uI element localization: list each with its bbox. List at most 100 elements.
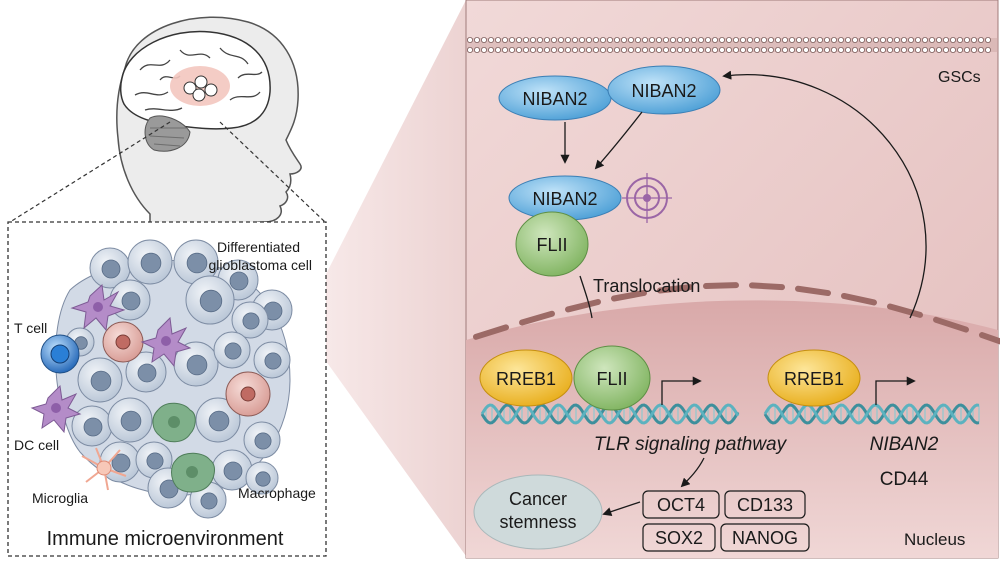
membrane-bead	[887, 37, 894, 44]
membrane-bead	[985, 37, 992, 44]
niban2-protein-complex: NIBAN2	[508, 175, 622, 221]
label-flii-1: FLII	[536, 235, 567, 255]
membrane-bead	[677, 37, 684, 44]
zoom-line-left	[9, 121, 171, 223]
membrane-bead	[691, 37, 698, 44]
membrane-bead	[565, 37, 572, 44]
membrane-bead	[922, 47, 929, 54]
membrane-bead	[950, 37, 957, 44]
membrane-bead	[824, 37, 831, 44]
tumor-cell-nucleus	[159, 479, 179, 499]
membrane-bead	[656, 47, 663, 54]
envelope-dash	[841, 292, 877, 306]
membrane-bead	[466, 47, 473, 54]
membrane-bead	[740, 37, 747, 44]
membrane-bead	[936, 47, 943, 54]
membrane-bead	[908, 47, 915, 54]
membrane-bead	[663, 37, 670, 44]
membrane-bead	[845, 47, 852, 54]
label-niban2-2: NIBAN2	[631, 81, 696, 101]
membrane-bead	[740, 47, 747, 54]
membrane-bead	[466, 37, 473, 44]
tumor-cell-nucleus	[223, 461, 243, 481]
membrane-bead	[494, 47, 501, 54]
membrane-bead	[950, 47, 957, 54]
label-oct4: OCT4	[657, 495, 705, 515]
tumor-cell-cluster	[55, 239, 293, 519]
envelope-dash	[565, 299, 601, 313]
membrane-bead	[838, 37, 845, 44]
rreb1-protein-2: RREB1	[767, 349, 861, 407]
envelope-dash	[933, 316, 969, 333]
label-sox2: SOX2	[655, 528, 703, 548]
membrane-bead	[523, 47, 530, 54]
membrane-bead	[985, 47, 992, 54]
membrane-bead	[698, 37, 705, 44]
membrane-bead	[705, 47, 712, 54]
envelope-dash	[703, 282, 739, 290]
envelope-dash	[887, 303, 923, 318]
membrane-bead	[607, 37, 614, 44]
membrane-bead	[796, 47, 803, 54]
membrane-bead	[508, 37, 515, 44]
membrane-bead	[789, 47, 796, 54]
tumor-cell-nucleus	[90, 370, 112, 392]
membrane-bead	[642, 37, 649, 44]
membrane-bead	[621, 37, 628, 44]
membrane-bead	[663, 47, 670, 54]
membrane-bead	[761, 37, 768, 44]
membrane-bead	[530, 47, 537, 54]
membrane-bead	[642, 47, 649, 54]
tumor-cell-nucleus	[199, 289, 223, 313]
membrane-bead	[544, 37, 551, 44]
membrane-bead	[782, 37, 789, 44]
macrophage-icon	[152, 402, 215, 493]
label-nucleus: Nucleus	[904, 530, 965, 549]
envelope-dash	[749, 282, 785, 291]
membrane-bead	[908, 37, 915, 44]
label-niban2-1: NIBAN2	[522, 89, 587, 109]
label-rreb1-2: RREB1	[784, 369, 844, 389]
membrane-bead	[943, 37, 950, 44]
membrane-bead	[572, 37, 579, 44]
label-translocation: Translocation	[593, 276, 700, 296]
membrane-bead	[501, 47, 508, 54]
tumor-mass-icon	[183, 75, 218, 102]
membrane-bead	[817, 37, 824, 44]
membrane-bead	[656, 37, 663, 44]
arrow-feedback-niban2	[722, 70, 927, 319]
membrane-bead	[516, 37, 523, 44]
tumor-cell-nucleus	[208, 410, 230, 432]
label-cancer-stemness-1: Cancer	[509, 489, 567, 509]
membrane-bead	[614, 37, 621, 44]
membrane-bead	[859, 37, 866, 44]
membrane-bead	[607, 47, 614, 54]
membrane-bead	[516, 47, 523, 54]
label-cd44: CD44	[880, 469, 929, 490]
membrane-bead	[971, 37, 978, 44]
membrane-bead	[915, 47, 922, 54]
membrane-bead	[593, 47, 600, 54]
membrane-bead	[803, 37, 810, 44]
translocation-line	[579, 275, 593, 319]
membrane-bead	[824, 47, 831, 54]
membrane-bead	[873, 47, 880, 54]
membrane-bead	[719, 37, 726, 44]
label-gscs: GSCs	[938, 69, 981, 86]
membrane-bead	[852, 37, 859, 44]
membrane-bead	[628, 37, 635, 44]
membrane-bead	[537, 37, 544, 44]
nuclear-envelope	[473, 282, 1000, 345]
membrane-bead	[775, 47, 782, 54]
tumor-cell-nucleus	[264, 352, 282, 370]
membrane-bead	[803, 47, 810, 54]
membrane-bead	[614, 47, 621, 54]
membrane-bead	[754, 37, 761, 44]
brain-illustration	[119, 30, 271, 152]
marker-nanog: NANOG	[720, 523, 810, 552]
membrane-bead	[796, 37, 803, 44]
membrane-bead	[957, 37, 964, 44]
membrane-bead	[558, 47, 565, 54]
membrane-bead	[810, 37, 817, 44]
tumor-cell-nucleus	[255, 471, 271, 487]
